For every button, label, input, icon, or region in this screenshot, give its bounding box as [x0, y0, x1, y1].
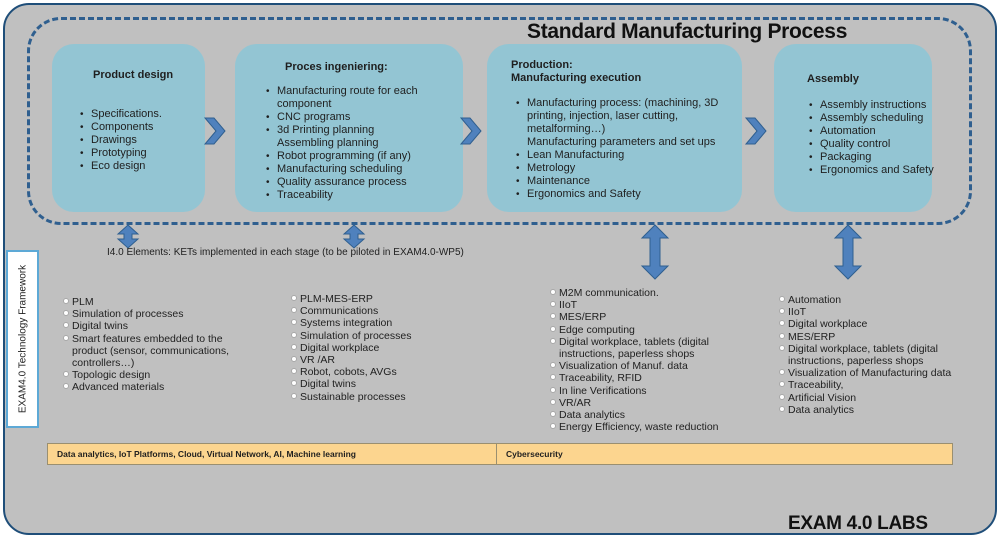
- list-item: Data analytics: [550, 409, 750, 421]
- stage-item: Assembly scheduling: [809, 112, 942, 125]
- list-item: In line Verifications: [550, 385, 750, 397]
- stage-product-design: Product design Specifications. Component…: [52, 44, 205, 212]
- double-arrow-icon: [640, 224, 670, 280]
- list-item: PLM: [63, 296, 243, 308]
- list-item: Digital workplace, tablets (digital inst…: [779, 343, 954, 367]
- framework-label: EXAM4.0 Technology Framework: [17, 264, 28, 414]
- list-item: Sustainable processes: [291, 391, 461, 403]
- list-item: MES/ERP: [550, 311, 750, 323]
- stage-title: Assembly: [807, 73, 859, 85]
- stage-item: Maintenance: [516, 175, 749, 188]
- list-item: VR/AR: [550, 397, 750, 409]
- data-analytics-bar: Data analytics, IoT Platforms, Cloud, Vi…: [47, 443, 498, 465]
- list-item: Automation: [779, 294, 954, 306]
- stage-item: Ergonomics and Safety: [516, 188, 749, 201]
- stage-title: Production: Manufacturing execution: [511, 59, 642, 84]
- list-item: Artificial Vision: [779, 392, 954, 404]
- list-item: PLM-MES-ERP: [291, 293, 461, 305]
- stage-item: Specifications.: [80, 108, 211, 121]
- stage-item: Robot programming (if any): [266, 150, 467, 163]
- stage-production: Production: Manufacturing execution Manu…: [487, 44, 742, 212]
- stage-item: Drawings: [80, 134, 211, 147]
- stage-items: Manufacturing route for each component C…: [265, 85, 467, 202]
- ket-column-assembly: Automation IIoT Digital workplace MES/ER…: [779, 294, 954, 416]
- list-item: Digital twins: [63, 320, 243, 332]
- stage-item: CNC programs: [266, 111, 467, 124]
- stage-item: Lean Manufacturing: [516, 149, 749, 162]
- list-item: Simulation of processes: [291, 330, 461, 342]
- stage-item: Manufacturing scheduling: [266, 163, 467, 176]
- stage-item: Quality assurance process: [266, 176, 467, 189]
- list-item: Robot, cobots, AVGs: [291, 366, 461, 378]
- chevron-right-icon: [459, 117, 482, 145]
- stage-item: Eco design: [80, 160, 211, 173]
- list-item: Smart features embedded to the product (…: [63, 333, 243, 370]
- stage-items: Manufacturing process: (machining, 3D pr…: [515, 97, 749, 201]
- list-item: Visualization of Manufacturing data: [779, 367, 954, 379]
- ket-column-production: M2M communication. IIoT MES/ERP Edge com…: [550, 287, 750, 433]
- list-item: Systems integration: [291, 317, 461, 329]
- list-item: Visualization of Manuf. data: [550, 360, 750, 372]
- chevron-right-icon: [203, 117, 226, 145]
- ket-column-design: PLM Simulation of processes Digital twin…: [63, 296, 243, 394]
- stage-item: Manufacturing route for each component: [266, 85, 467, 111]
- framework-label-box: EXAM4.0 Technology Framework: [6, 250, 39, 428]
- double-arrow-icon: [116, 224, 140, 249]
- list-item: Data analytics: [779, 404, 954, 416]
- footer-label: EXAM 4.0 LABS: [788, 513, 928, 534]
- list-item: Communications: [291, 305, 461, 317]
- list-item: Traceability, RFID: [550, 372, 750, 384]
- stage-item: Metrology: [516, 162, 749, 175]
- stage-item: Components: [80, 121, 211, 134]
- list-item: Digital workplace, tablets (digital inst…: [550, 336, 750, 360]
- stage-items: Assembly instructions Assembly schedulin…: [808, 99, 942, 177]
- process-boundary: [27, 17, 972, 225]
- stage-item: Traceability: [266, 189, 467, 202]
- list-item: M2M communication.: [550, 287, 750, 299]
- stage-item: Prototyping: [80, 147, 211, 160]
- stage-items: Specifications. Components Drawings Prot…: [79, 108, 211, 173]
- ket-column-engineering: PLM-MES-ERP Communications Systems integ…: [291, 293, 461, 403]
- list-item: Edge computing: [550, 324, 750, 336]
- diagram-title: Standard Manufacturing Process: [527, 20, 848, 43]
- double-arrow-icon: [833, 224, 863, 280]
- cybersecurity-bar: Cybersecurity: [496, 443, 953, 465]
- list-item: Traceability,: [779, 379, 954, 391]
- list-item: Advanced materials: [63, 381, 243, 393]
- list-item: Digital workplace: [291, 342, 461, 354]
- stage-title: Proces ingeniering:: [285, 61, 388, 73]
- list-item: VR /AR: [291, 354, 461, 366]
- list-item: MES/ERP: [779, 331, 954, 343]
- list-item: Digital workplace: [779, 318, 954, 330]
- stage-item: Manufacturing process: (machining, 3D pr…: [516, 97, 749, 149]
- stage-process-engineering: Proces ingeniering: Manufacturing route …: [235, 44, 463, 212]
- list-item: Energy Efficiency, waste reduction: [550, 421, 750, 433]
- stage-item: Automation: [809, 125, 942, 138]
- list-item: Digital twins: [291, 378, 461, 390]
- stage-item: 3d Printing planning Assembling planning: [266, 124, 467, 150]
- stage-title: Product design: [93, 69, 174, 81]
- stage-assembly: Assembly Assembly instructions Assembly …: [774, 44, 934, 212]
- list-item: Topologic design: [63, 369, 243, 381]
- double-arrow-icon: [342, 224, 366, 249]
- list-item: IIoT: [550, 299, 750, 311]
- stage-item: Packaging: [809, 151, 942, 164]
- list-item: IIoT: [779, 306, 954, 318]
- stage-item: Assembly instructions: [809, 99, 942, 112]
- stage-item: Quality control: [809, 138, 942, 151]
- chevron-right-icon: [744, 117, 767, 145]
- stage-item: Ergonomics and Safety: [809, 164, 942, 177]
- ket-label: I4.0 Elements: KETs implemented in each …: [107, 247, 464, 258]
- list-item: Simulation of processes: [63, 308, 243, 320]
